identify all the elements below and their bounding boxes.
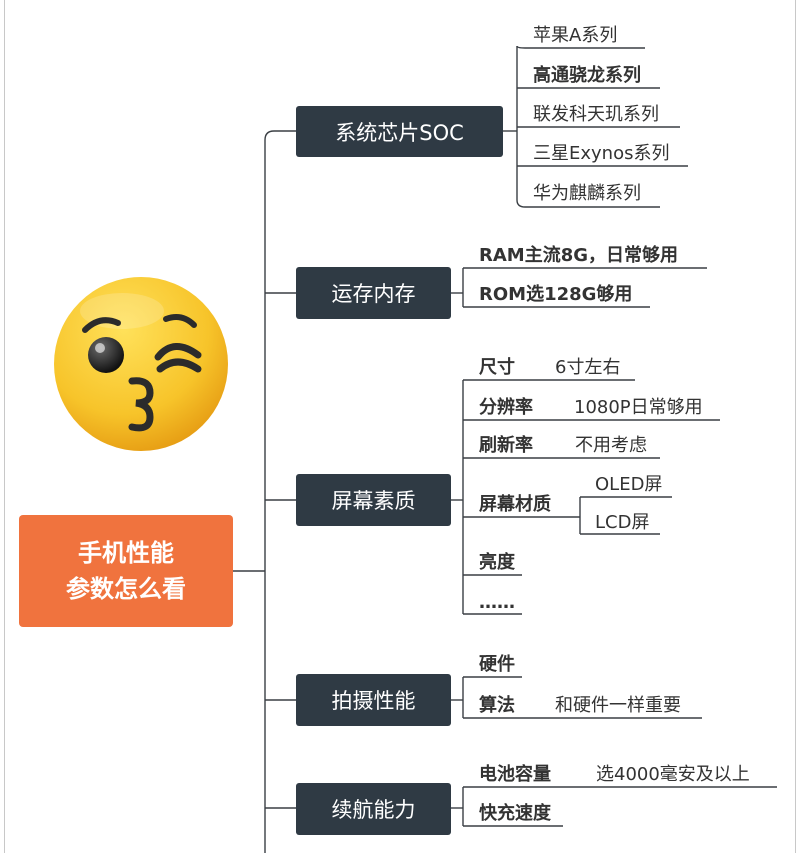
camera-algorithm-label[interactable]: 算法 [479, 695, 515, 716]
camera-algorithm-value[interactable]: 和硬件一样重要 [555, 695, 681, 716]
screen-resolution-label[interactable]: 分辨率 [479, 397, 533, 418]
node-battery[interactable]: 续航能力 [296, 783, 451, 835]
kissing-wink-emoji-icon [54, 277, 228, 451]
screen-more-label[interactable]: …… [479, 592, 515, 613]
soc-item-dimensity[interactable]: 联发科天玑系列 [533, 104, 659, 125]
camera-hardware-label[interactable]: 硬件 [479, 654, 515, 675]
screen-resolution-value[interactable]: 1080P日常够用 [574, 397, 703, 418]
screen-material-label[interactable]: 屏幕材质 [479, 494, 551, 515]
screen-size-label[interactable]: 尺寸 [479, 357, 515, 378]
node-soc[interactable]: 系统芯片SOC [296, 106, 503, 157]
screen-refresh-label[interactable]: 刷新率 [479, 435, 533, 456]
battery-capacity-value[interactable]: 选4000毫安及以上 [596, 764, 750, 785]
root-title-line2: 参数怎么看 [66, 575, 186, 603]
root-title-line1: 手机性能 [78, 539, 174, 567]
soc-item-apple[interactable]: 苹果A系列 [533, 25, 618, 46]
screen-brightness-label[interactable]: 亮度 [479, 552, 515, 573]
screen-size-value[interactable]: 6寸左右 [555, 357, 621, 378]
soc-item-kirin[interactable]: 华为麒麟系列 [533, 183, 641, 204]
screen-material-lcd[interactable]: LCD屏 [595, 512, 650, 533]
battery-capacity-label[interactable]: 电池容量 [479, 764, 551, 785]
node-camera[interactable]: 拍摄性能 [296, 674, 451, 726]
node-ram[interactable]: 运存内存 [296, 267, 451, 319]
frame-right-border [795, 0, 796, 853]
ram-item-ram[interactable]: RAM主流8G，日常够用 [479, 245, 679, 266]
soc-item-snapdragon[interactable]: 高通骁龙系列 [533, 65, 641, 86]
node-screen[interactable]: 屏幕素质 [296, 474, 451, 526]
frame-left-border [4, 0, 5, 853]
ram-item-rom[interactable]: ROM选128G够用 [479, 284, 633, 305]
root-node[interactable]: 手机性能 参数怎么看 [19, 515, 233, 627]
screen-refresh-value[interactable]: 不用考虑 [575, 435, 647, 456]
screen-material-oled[interactable]: OLED屏 [595, 474, 663, 495]
battery-charging-label[interactable]: 快充速度 [479, 803, 551, 824]
soc-item-exynos[interactable]: 三星Exynos系列 [533, 143, 670, 164]
